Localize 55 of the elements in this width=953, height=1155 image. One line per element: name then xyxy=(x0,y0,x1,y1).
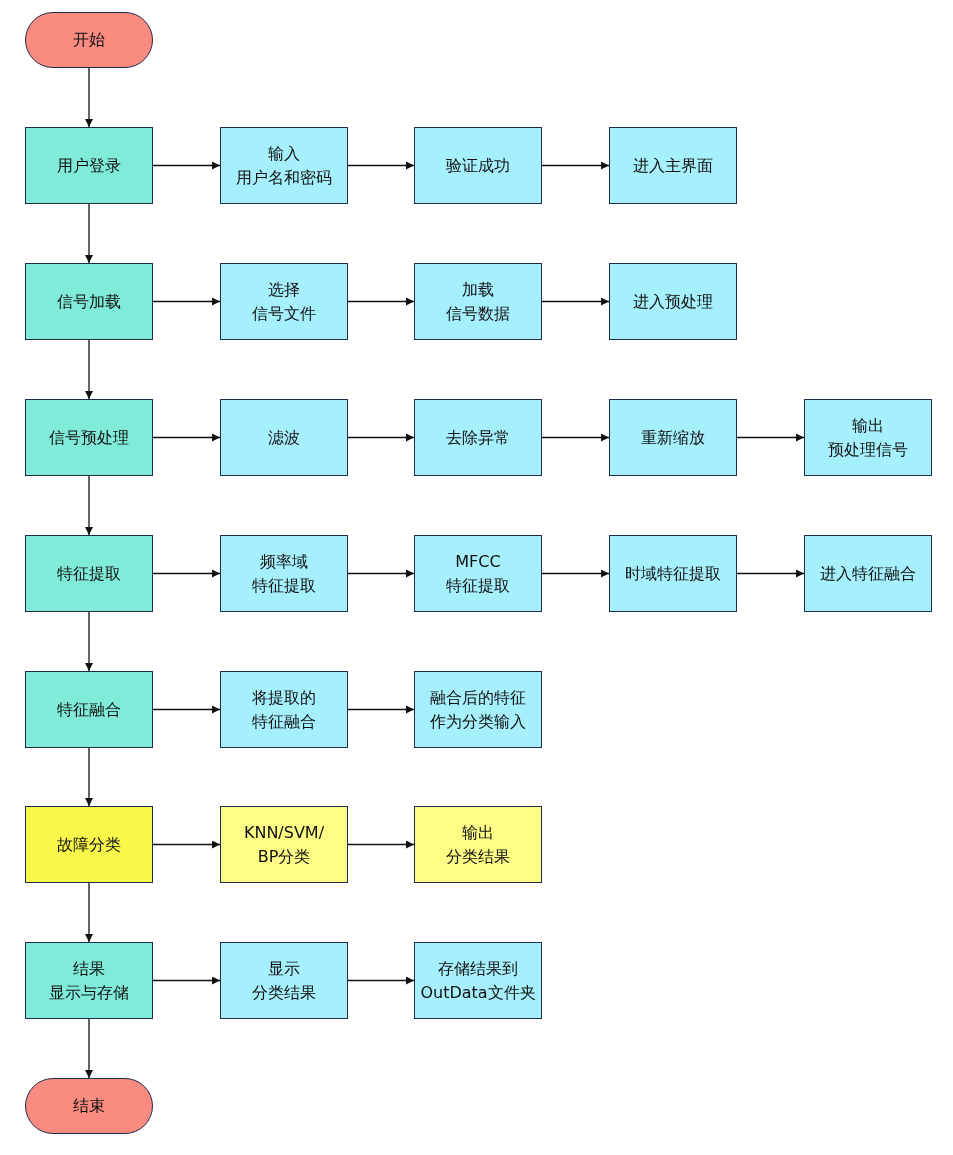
arrow xyxy=(736,433,805,442)
arrow xyxy=(347,976,415,985)
process-box: 特征提取 xyxy=(25,535,153,612)
arrow xyxy=(152,297,221,306)
process-box: 频率域特征提取 xyxy=(220,535,348,612)
arrow xyxy=(85,882,93,943)
process-box: 时域特征提取 xyxy=(609,535,737,612)
arrow xyxy=(347,840,415,849)
process-box: 选择信号文件 xyxy=(220,263,348,340)
process-box: 滤波 xyxy=(220,399,348,476)
process-box: 故障分类 xyxy=(25,806,153,883)
process-box: 去除异常 xyxy=(414,399,542,476)
arrow xyxy=(152,840,221,849)
process-box: 进入预处理 xyxy=(609,263,737,340)
arrow xyxy=(541,569,610,578)
arrow xyxy=(152,569,221,578)
process-box: 输入用户名和密码 xyxy=(220,127,348,204)
process-box: 融合后的特征作为分类输入 xyxy=(414,671,542,748)
process-box: 将提取的特征融合 xyxy=(220,671,348,748)
arrow xyxy=(347,705,415,714)
process-box: 重新缩放 xyxy=(609,399,737,476)
process-box: 信号预处理 xyxy=(25,399,153,476)
arrow xyxy=(85,203,93,264)
process-box: 用户登录 xyxy=(25,127,153,204)
arrow xyxy=(347,297,415,306)
process-box: 进入主界面 xyxy=(609,127,737,204)
arrow xyxy=(152,161,221,170)
process-box: KNN/SVM/BP分类 xyxy=(220,806,348,883)
process-box: 信号加载 xyxy=(25,263,153,340)
process-box: 输出预处理信号 xyxy=(804,399,932,476)
process-box: 结果显示与存储 xyxy=(25,942,153,1019)
arrow xyxy=(85,747,93,807)
arrow xyxy=(85,475,93,536)
arrow xyxy=(85,1018,93,1079)
arrow xyxy=(541,297,610,306)
process-box: 存储结果到OutData文件夹 xyxy=(414,942,542,1019)
process-box: 显示分类结果 xyxy=(220,942,348,1019)
process-box: 特征融合 xyxy=(25,671,153,748)
arrow xyxy=(85,67,93,128)
arrow xyxy=(541,433,610,442)
arrow xyxy=(152,433,221,442)
process-box: 输出分类结果 xyxy=(414,806,542,883)
arrow xyxy=(347,433,415,442)
arrow xyxy=(152,976,221,985)
arrow xyxy=(152,705,221,714)
arrow xyxy=(541,161,610,170)
process-box: 加载信号数据 xyxy=(414,263,542,340)
process-box: 验证成功 xyxy=(414,127,542,204)
arrow xyxy=(347,569,415,578)
process-box: MFCC特征提取 xyxy=(414,535,542,612)
arrow xyxy=(347,161,415,170)
arrow xyxy=(736,569,805,578)
arrow xyxy=(85,339,93,400)
arrow xyxy=(85,611,93,672)
process-box: 进入特征融合 xyxy=(804,535,932,612)
